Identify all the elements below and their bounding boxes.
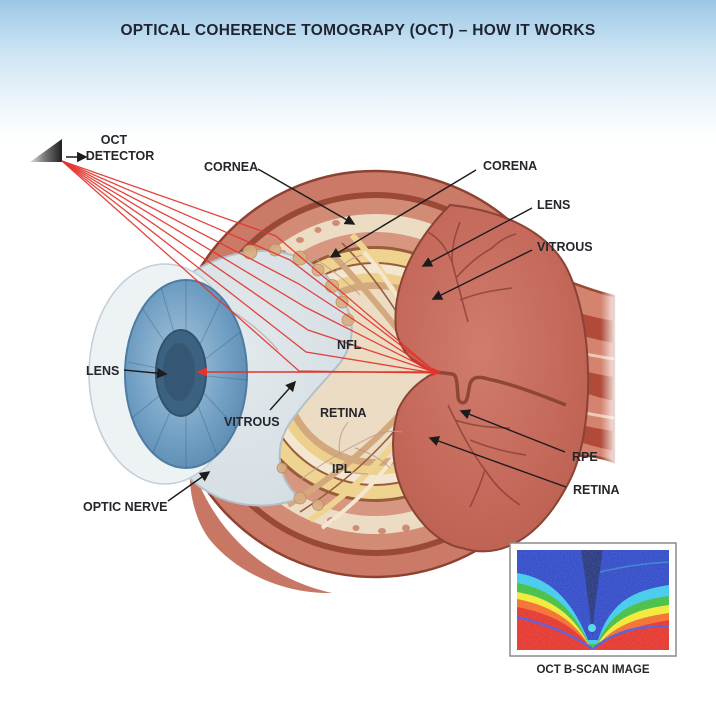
label-rpe: RPE bbox=[572, 450, 598, 464]
label-retina-layers: RETINA bbox=[320, 406, 367, 420]
cornea-arrow bbox=[257, 168, 356, 225]
label-corena: CORENA bbox=[483, 159, 537, 173]
choroid-texture-spots bbox=[279, 220, 410, 534]
corena-arrow bbox=[329, 169, 477, 258]
vitrous-right-arrow bbox=[431, 249, 533, 300]
label-nfl: NFL bbox=[337, 338, 362, 352]
label-oct-detector-line2: DETECTOR bbox=[86, 149, 155, 163]
vitrous-lower-arrow bbox=[269, 380, 297, 411]
label-vitrous-lower: VITROUS bbox=[224, 415, 280, 429]
retina-right-arrow bbox=[428, 436, 567, 488]
lens-right-arrow bbox=[421, 207, 533, 267]
optic-nerve-arrow bbox=[167, 471, 211, 502]
bscan-image bbox=[517, 550, 669, 650]
labels: OCT DETECTOR CORNEA CORENA LENS VITROUS … bbox=[83, 133, 620, 514]
label-arrows bbox=[66, 151, 567, 502]
lens-left-arrow bbox=[123, 367, 168, 379]
anterior-eye bbox=[88, 263, 248, 485]
oct-detector-device bbox=[30, 139, 62, 162]
label-retina-right: RETINA bbox=[573, 483, 620, 497]
detector-prism-icon bbox=[30, 139, 62, 162]
label-optic-nerve: OPTIC NERVE bbox=[83, 500, 168, 514]
scan-beams bbox=[61, 160, 442, 377]
rpe-arrow bbox=[459, 409, 566, 453]
page-title: OPTICAL COHERENCE TOMOGRAPY (OCT) – HOW … bbox=[120, 22, 596, 39]
label-ipl: IPL bbox=[332, 462, 352, 476]
lower-muscle-band bbox=[189, 460, 332, 594]
label-cornea: CORNEA bbox=[204, 160, 258, 174]
label-oct-detector-line1: OCT bbox=[101, 133, 128, 147]
label-vitrous-right: VITROUS bbox=[537, 240, 593, 254]
oct-bscan-inset: OCT B-SCAN IMAGE bbox=[509, 542, 677, 676]
label-lens-right: LENS bbox=[537, 198, 570, 212]
label-lens-left: LENS bbox=[86, 364, 119, 378]
inset-caption: OCT B-SCAN IMAGE bbox=[536, 664, 649, 676]
